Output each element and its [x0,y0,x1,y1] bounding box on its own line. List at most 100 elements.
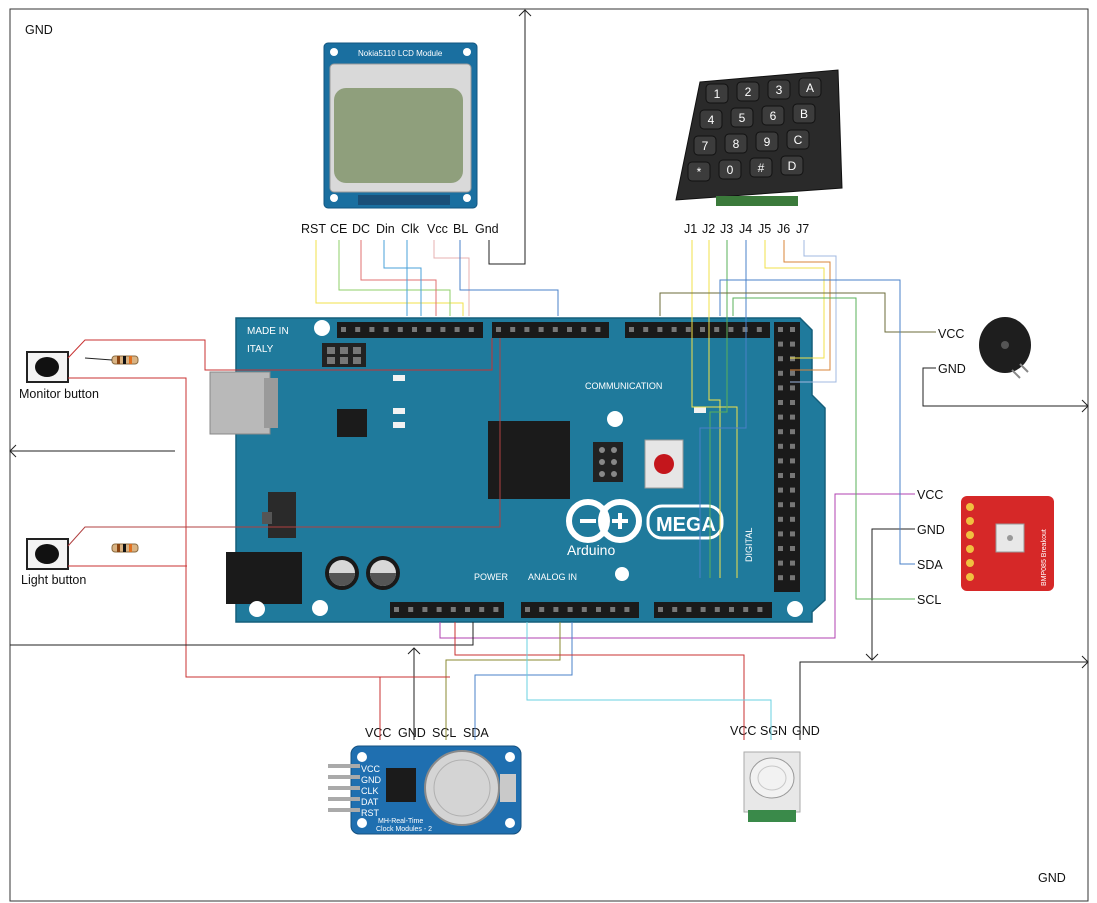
keypad-key: 9 [755,131,779,152]
monitor-button [26,351,69,383]
board-model: MEGA [656,514,716,536]
header-pin [778,473,783,478]
wire-rtc-scl [445,622,561,740]
keypad-key: * [687,161,711,182]
analog-in-label: ANALOG IN [528,572,577,582]
wire-lcd-dc [360,240,437,316]
header-pin [643,327,649,332]
buzzer-vcc-label: VCC [938,327,964,341]
keypad-key: 2 [736,81,760,102]
header-pin [778,327,783,332]
header-pin [700,327,705,332]
header-pin [567,327,572,332]
keypad-key-label: * [697,165,702,179]
header-pin [790,546,795,551]
keypad-key-label: B [800,107,808,121]
header-pin [790,502,795,508]
buzzer-gnd-label: GND [938,362,966,376]
wire-monitor-button-sig [84,357,113,361]
keypad-key: # [749,157,773,178]
header-pin [383,327,389,332]
wire-rtc-vcc [379,676,450,740]
wire-bmp-sda [719,279,915,565]
header-pin [790,414,795,420]
keypad-key-label: 4 [708,113,715,127]
rtc-name-2: Clock Modules - 2 [376,826,432,833]
wire-lcd-gnd [488,10,526,265]
lcd-pin-gnd: Gnd [475,222,499,236]
keypad-key: D [780,155,804,176]
header-pin [778,531,783,537]
header-pin [412,327,417,332]
rtc-pin-labels: VCC GND SCL SDA [365,726,489,740]
keypad-key: 1 [705,83,729,104]
keypad-key-label: 8 [733,137,740,151]
header-pin [610,607,616,612]
wire-pir-sgn [526,622,772,740]
bmp-pin-gnd: GND [917,523,945,537]
gnd-label-top-left: GND [25,23,53,37]
wire-keypad-j4 [699,240,747,578]
keypad-pin-j6: J6 [777,222,790,236]
pir-pin-gnd: GND [792,724,820,738]
header-pin [465,607,470,612]
keypad-key-label: 7 [702,139,709,153]
header-pin [778,385,783,391]
wire-keypad-j7 [790,240,837,383]
header-pin [714,607,720,612]
header-pin [394,607,399,612]
wire-pir-gnd [799,661,1088,740]
board-logo-text: Arduino [567,542,615,558]
bmp-name: BMP085 Breakout [1041,529,1048,586]
header-pin [790,356,795,362]
keypad-pin-j3: J3 [720,222,733,236]
keypad-pin-j1: J1 [684,222,697,236]
keypad-key-label: 9 [764,135,771,149]
header-pins [341,327,795,612]
header-pin [790,487,795,493]
header-pin [369,327,375,332]
keypad-pin-j2: J2 [702,222,715,236]
wire-buzzer-vcc [659,292,936,333]
header-pin [408,607,414,612]
header-pin [671,327,677,332]
lcd-pin-dc: DC [352,222,370,236]
keypad-key: 4 [699,109,723,130]
rtc-name-1: MH-Real-Time [378,818,423,825]
header-pin [341,327,346,332]
wire-bmp-vcc [439,493,915,639]
header-pin [778,502,783,508]
lcd-title: Nokia5110 LCD Module [358,49,443,58]
header-pin [743,607,749,612]
light-button [26,538,69,570]
header-pin [714,327,720,332]
wire-pir-vcc [454,622,745,740]
header-pin [454,327,460,332]
rtc-pin-gnd: GND [398,726,426,740]
header-pin [552,327,558,332]
wire-lcd-din [383,240,422,316]
keypad-key-label: 5 [739,111,746,125]
header-pin [790,370,795,376]
header-pin [790,458,795,464]
header-pin [436,607,442,612]
lcd-pin-din: Din [376,222,395,236]
keypad-key: 0 [718,159,742,180]
header-pin [450,607,456,612]
rtc-pin-scl: SCL [432,726,456,740]
header-pin [790,516,795,522]
header-pin [629,327,634,332]
diagram-frame [9,8,1089,902]
wire-keypad-j5 [764,240,825,359]
header-pin [790,429,795,435]
header-pin [700,607,706,612]
header-pin [657,327,663,332]
header-pin [790,473,795,478]
keypad-pin-labels: J1 J2 J3 J4 J5 J6 J7 [684,222,809,236]
bmp-pin-labels: VCC GND SDA SCL [917,488,945,607]
lcd-pin-bl: BL [453,222,468,236]
pir-pin-vcc: VCC [730,724,756,738]
keypad-key: 3 [767,79,791,100]
